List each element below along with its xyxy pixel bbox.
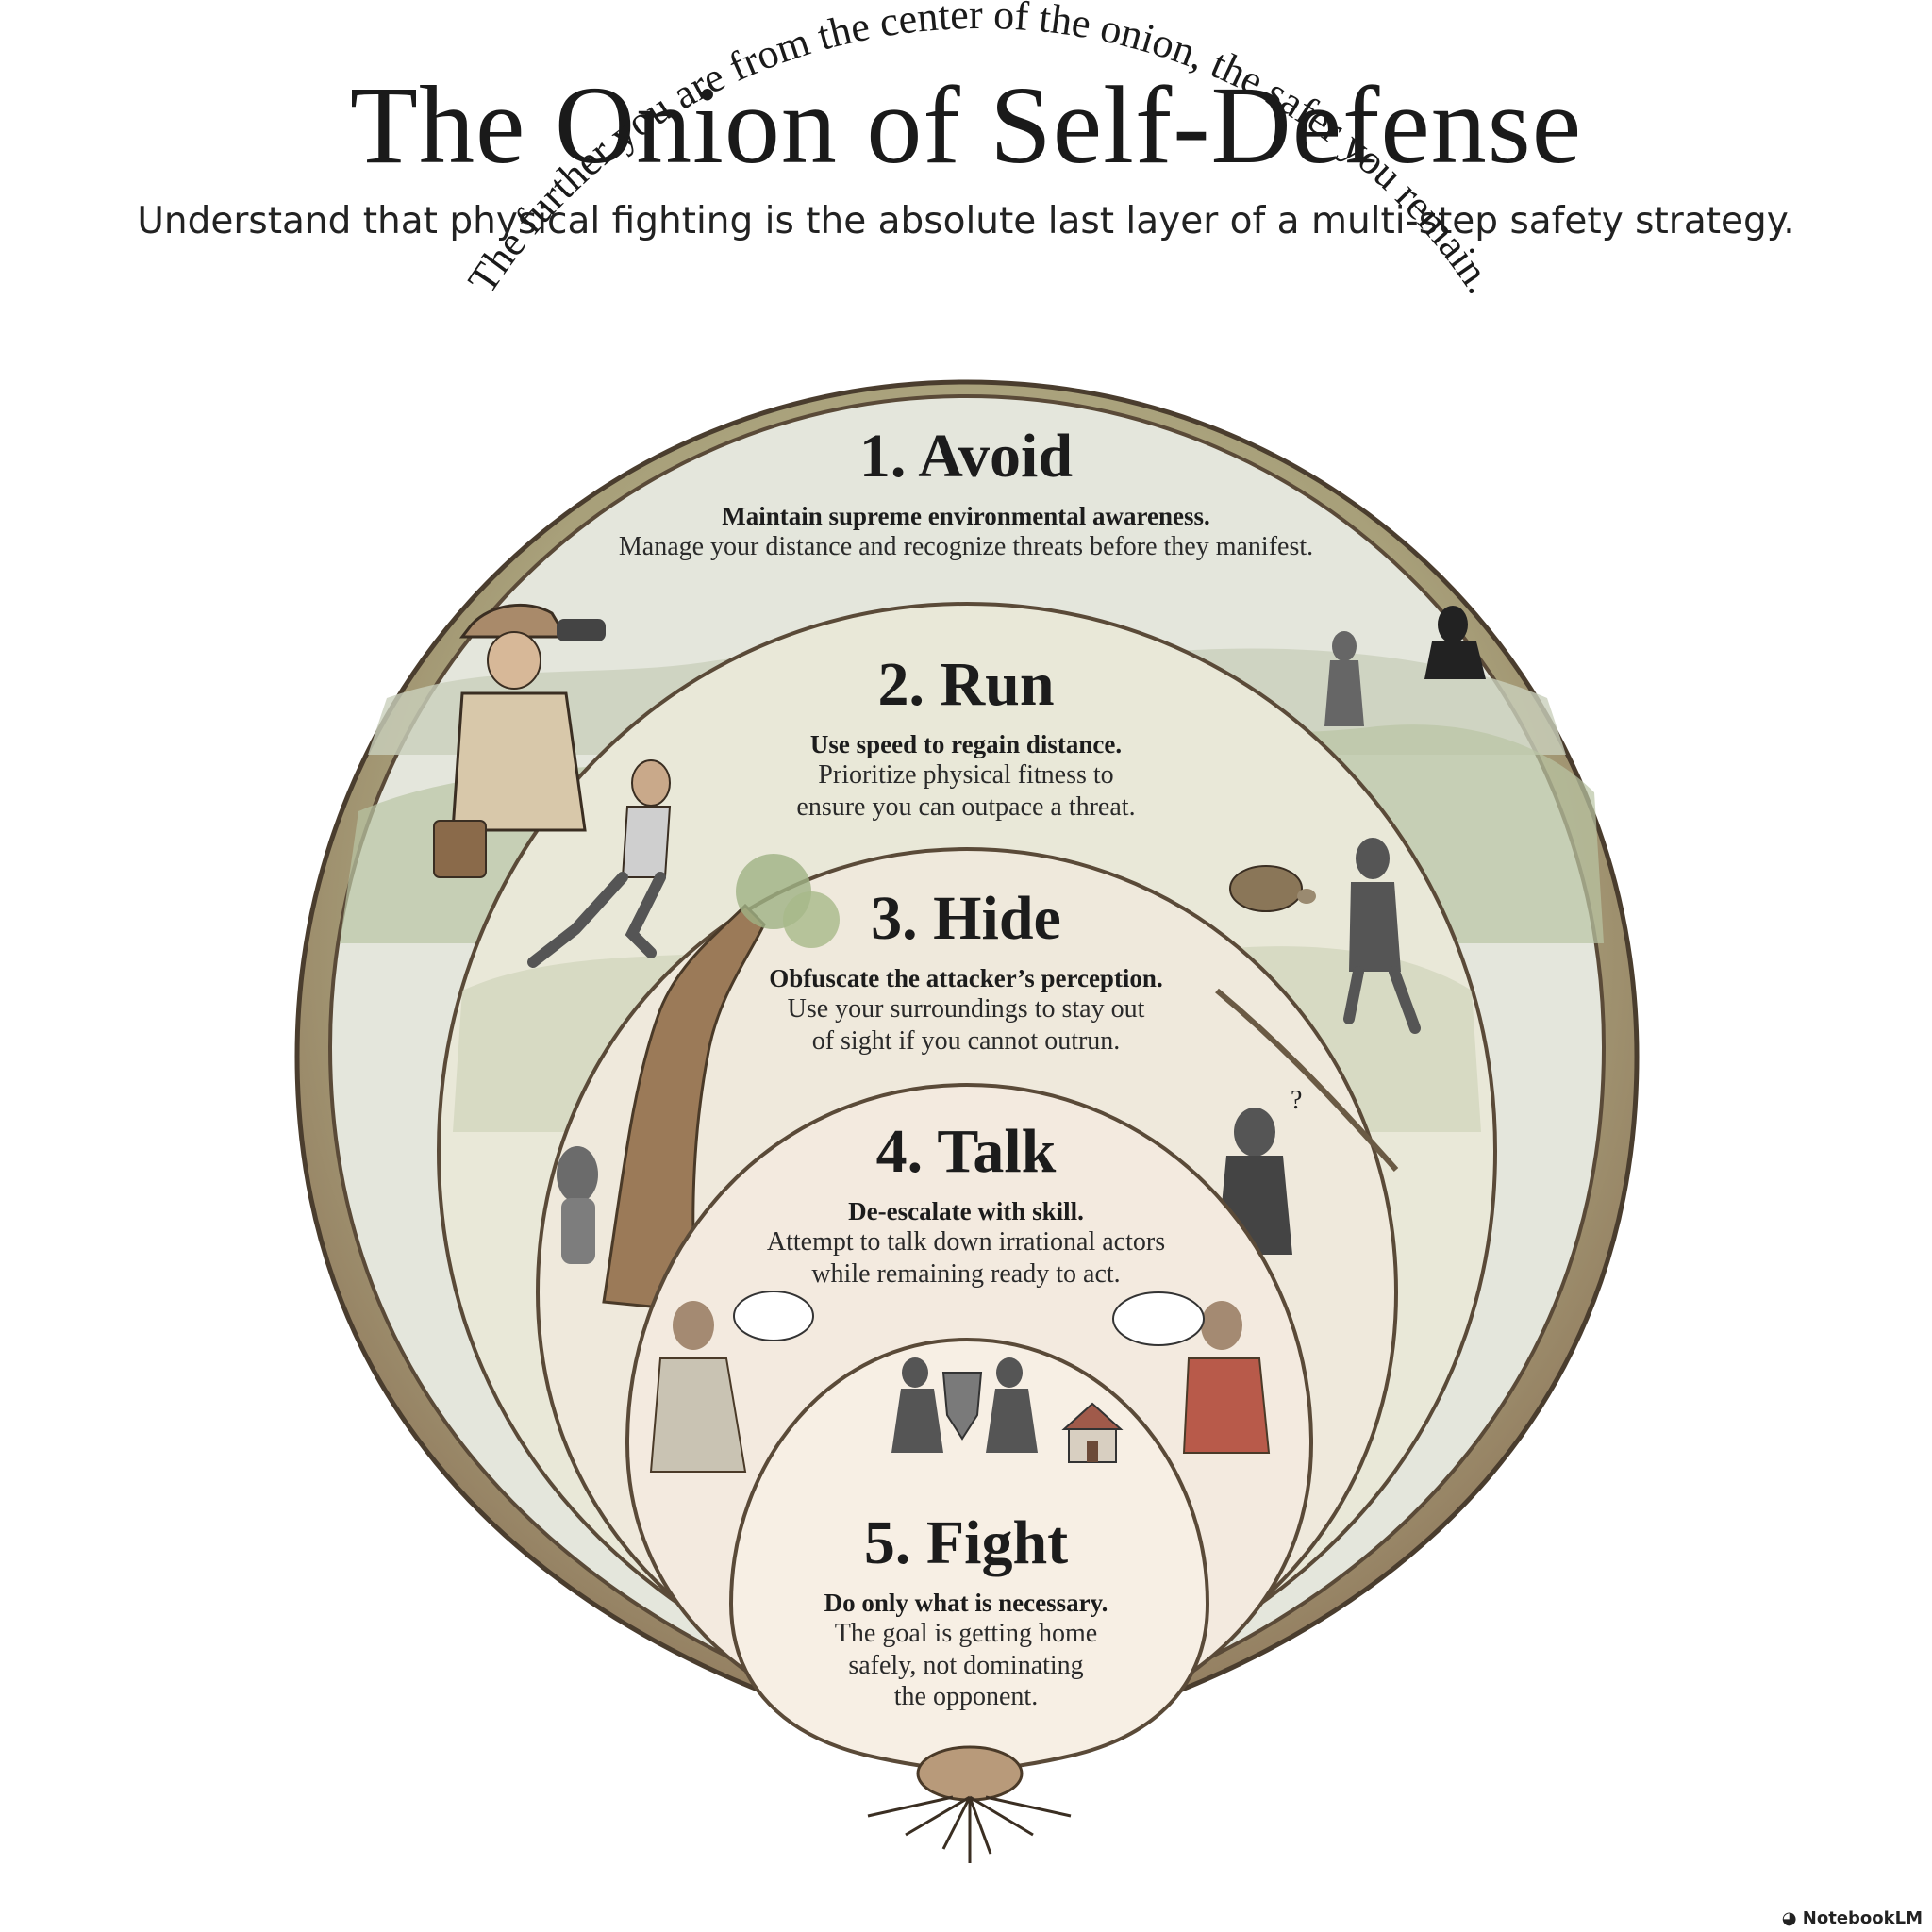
layer-desc-avoid: Manage your distance and recognize threa…: [618, 531, 1314, 561]
layer-lead-avoid: Maintain supreme environmental awareness…: [722, 501, 1210, 530]
lurking-figure-icon: [1324, 606, 1486, 726]
layer-desc-fight-2: safely, not dominating: [848, 1650, 1084, 1680]
layer-desc-run-1: Prioritize physical fitness to: [818, 759, 1114, 790]
angry-speaker-icon: [1112, 1291, 1271, 1454]
layer-desc-fight-1: The goal is getting home: [834, 1618, 1098, 1648]
layer-title-talk: 4. Talk: [875, 1117, 1057, 1186]
page-subtitle: Understand that physical fighting is the…: [137, 200, 1795, 242]
layer-3-text: 3. Hide Obfuscate the attacker’s percept…: [636, 884, 1296, 1057]
layer-lead-talk: De-escalate with skill.: [848, 1196, 1084, 1225]
layer-desc-talk-1: Attempt to talk down irrational actors: [766, 1226, 1166, 1257]
layer-title-run: 2. Run: [877, 650, 1055, 719]
chasing-figure-icon: [1343, 838, 1421, 1034]
page-title: The Onion of Self-Defense: [349, 63, 1583, 187]
house-icon: [1061, 1402, 1124, 1463]
layer-5-text: 5. Fight Do only what is necessary. The …: [777, 1508, 1155, 1713]
layer-1-text: 1. Avoid Maintain supreme environmental …: [447, 422, 1485, 563]
turtle-icon: [1229, 865, 1316, 912]
layer-title-hide: 3. Hide: [871, 884, 1061, 953]
layer-desc-hide-2: of sight if you cannot outrun.: [811, 1025, 1121, 1056]
svg-text:?: ?: [1291, 1086, 1302, 1115]
layer-title-fight: 5. Fight: [863, 1508, 1069, 1577]
watermark-text: NotebookLM: [1802, 1908, 1923, 1928]
layer-desc-talk-2: while remaining ready to act.: [811, 1258, 1121, 1289]
layer-4-text: 4. Talk De-escalate with skill. Attempt …: [683, 1117, 1249, 1290]
running-woman-icon: [527, 759, 672, 968]
notebooklm-watermark: ◕ NotebookLM: [1782, 1908, 1923, 1928]
layer-2-text: 2. Run Use speed to regain distance. Pri…: [636, 650, 1296, 823]
shield-struggle-icon: [891, 1357, 1038, 1453]
layer-desc-hide-1: Use your surroundings to stay out: [787, 993, 1145, 1024]
calm-speaker-icon: [649, 1291, 814, 1473]
layer-desc-fight-3: the opponent.: [893, 1682, 1039, 1712]
layer-lead-fight: Do only what is necessary.: [824, 1588, 1108, 1617]
layer-5-fight: [728, 1337, 1210, 1774]
layer-lead-hide: Obfuscate the attacker’s perception.: [769, 963, 1163, 992]
binoculars-hiker-icon: [433, 603, 606, 878]
notebooklm-logo-icon: ◕: [1781, 1908, 1803, 1928]
onion-roots: [867, 1745, 1072, 1863]
layer-title-avoid: 1. Avoid: [858, 422, 1074, 491]
arc-caption: The further you are from the center of t…: [458, 0, 1503, 302]
layer-desc-run-2: ensure you can outpace a threat.: [796, 791, 1136, 822]
tree-hiding-icon: [557, 854, 840, 1313]
layer-lead-run: Use speed to regain distance.: [809, 729, 1123, 758]
